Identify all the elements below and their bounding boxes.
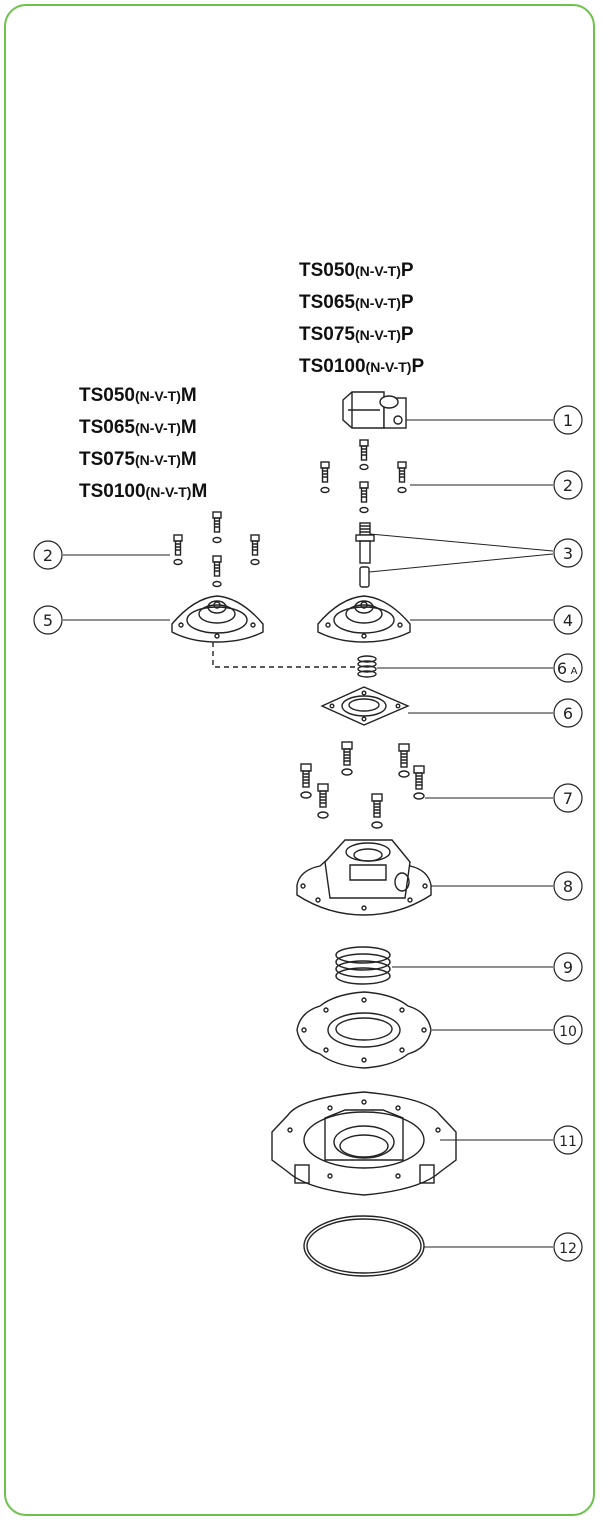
screw-set-upper-right: [320, 439, 407, 514]
armature-tube-part: [355, 522, 375, 588]
model-line-p-3: TS075(N-V-T)P: [299, 324, 414, 345]
callout-2: 2: [553, 470, 583, 500]
page-frame: [4, 4, 595, 1516]
manual-model-list: TS050(N-V-T)M TS065(N-V-T)M TS075(N-V-T)…: [79, 380, 207, 508]
callout-9: 9: [553, 952, 583, 982]
solenoid-coil-part: [342, 391, 407, 429]
manual-cover-part: [171, 595, 264, 643]
model-line-m-3: TS075(N-V-T)M: [79, 449, 197, 470]
svg-text:8: 8: [563, 877, 573, 896]
svg-text:A: A: [571, 666, 578, 677]
leader-lines: [63, 419, 554, 1248]
model-line-m-4: TS0100(N-V-T)M: [79, 481, 208, 502]
svg-text:3: 3: [563, 544, 573, 563]
svg-text:6: 6: [557, 659, 567, 678]
callout-6: 6: [553, 698, 583, 728]
callout-3: 3: [553, 538, 583, 568]
model-line-p-1: TS050(N-V-T)P: [299, 260, 414, 281]
bolt-set-middle: [300, 741, 425, 829]
pilot-model-list: TS050(N-V-T)P TS065(N-V-T)P TS075(N-V-T)…: [299, 255, 424, 383]
svg-text:2: 2: [563, 476, 573, 495]
pilot-cover-part: [317, 595, 411, 643]
callout-1: 1: [553, 405, 583, 435]
callout-12: 12: [553, 1232, 583, 1262]
model-line-m-1: TS050(N-V-T)M: [79, 385, 197, 406]
main-spring-part: [335, 946, 391, 985]
callout-10: 10: [553, 1015, 583, 1045]
svg-text:7: 7: [563, 789, 573, 808]
svg-text:10: 10: [559, 1024, 577, 1040]
valve-body-part: [271, 1091, 457, 1196]
valve-bonnet-part: [296, 839, 432, 916]
svg-text:11: 11: [559, 1134, 577, 1150]
spring-part: [357, 655, 377, 678]
callout-4: 4: [553, 605, 583, 635]
callout-7: 7: [553, 783, 583, 813]
callout-11: 11: [553, 1125, 583, 1155]
model-line-p-2: TS065(N-V-T)P: [299, 292, 414, 313]
svg-text:2: 2: [43, 546, 53, 565]
svg-text:12: 12: [559, 1241, 577, 1257]
svg-text:1: 1: [563, 411, 573, 430]
svg-text:9: 9: [563, 958, 573, 977]
callout-5: 5: [33, 605, 63, 635]
o-ring-part: [303, 1215, 425, 1277]
svg-text:6: 6: [563, 704, 573, 723]
callout-8: 8: [553, 871, 583, 901]
model-line-m-2: TS065(N-V-T)M: [79, 417, 197, 438]
screw-set-upper-left: [173, 511, 260, 588]
svg-text:5: 5: [43, 611, 53, 630]
callout-2-left: 2: [33, 540, 63, 570]
dashed-link-line: [212, 642, 356, 668]
model-line-p-4: TS0100(N-V-T)P: [299, 356, 425, 377]
svg-text:4: 4: [563, 611, 573, 630]
pilot-diaphragm-part: [320, 686, 410, 726]
main-diaphragm-part: [296, 991, 432, 1069]
